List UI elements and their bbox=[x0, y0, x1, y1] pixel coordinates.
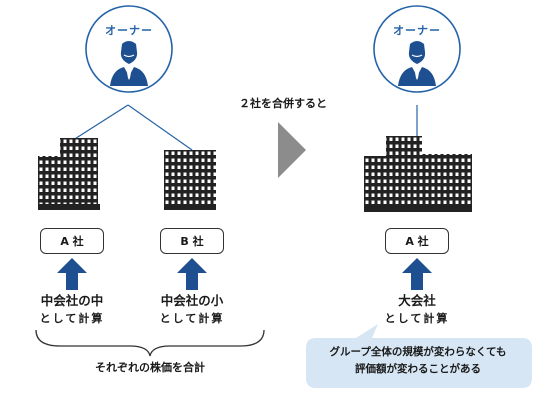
calc-label-b: として計算 bbox=[159, 312, 225, 325]
callout-bubble bbox=[306, 324, 532, 388]
classification-b: 中会社の小 として計算 bbox=[142, 292, 242, 328]
businessman-icon bbox=[398, 41, 436, 86]
building-icon-a bbox=[38, 138, 100, 210]
classification-a: 中会社の中 として計算 bbox=[22, 292, 122, 328]
company-box-a: A 社 bbox=[40, 228, 104, 254]
classification-merged: 大会社 として計算 bbox=[367, 292, 467, 328]
building-icon-b bbox=[164, 150, 216, 210]
up-arrow-icon bbox=[57, 258, 87, 290]
calc-label-merged: として計算 bbox=[384, 312, 450, 325]
building-icon-merged bbox=[364, 136, 472, 212]
callout-line-2: 評価額が変わることがある bbox=[355, 363, 481, 375]
calc-label-a: として計算 bbox=[39, 312, 105, 325]
callout-line-1: グループ全体の規模が変わらなくても bbox=[329, 346, 507, 358]
owner-right: オーナー bbox=[372, 4, 462, 94]
size-label-b: 中会社の小 bbox=[160, 293, 224, 308]
sum-label: それぞれの株価を合計 bbox=[95, 361, 205, 374]
size-label-a: 中会社の中 bbox=[40, 293, 104, 308]
owner-left-label: オーナー bbox=[105, 24, 153, 37]
callout-text: グループ全体の規模が変わらなくても 評価額が変わることがある bbox=[313, 344, 523, 378]
merge-arrow-icon bbox=[278, 122, 306, 178]
businessman-icon bbox=[110, 41, 148, 86]
up-arrow-icon bbox=[177, 258, 207, 290]
company-box-merged: A 社 bbox=[385, 228, 449, 254]
up-arrow-icon bbox=[402, 258, 432, 290]
merge-label: ２社を合併すると bbox=[239, 97, 327, 110]
size-label-merged: 大会社 bbox=[398, 293, 436, 308]
company-box-b: B 社 bbox=[160, 228, 224, 254]
group-brace bbox=[35, 329, 265, 357]
owner-right-label: オーナー bbox=[393, 24, 441, 37]
owner-left: オーナー bbox=[84, 4, 174, 94]
